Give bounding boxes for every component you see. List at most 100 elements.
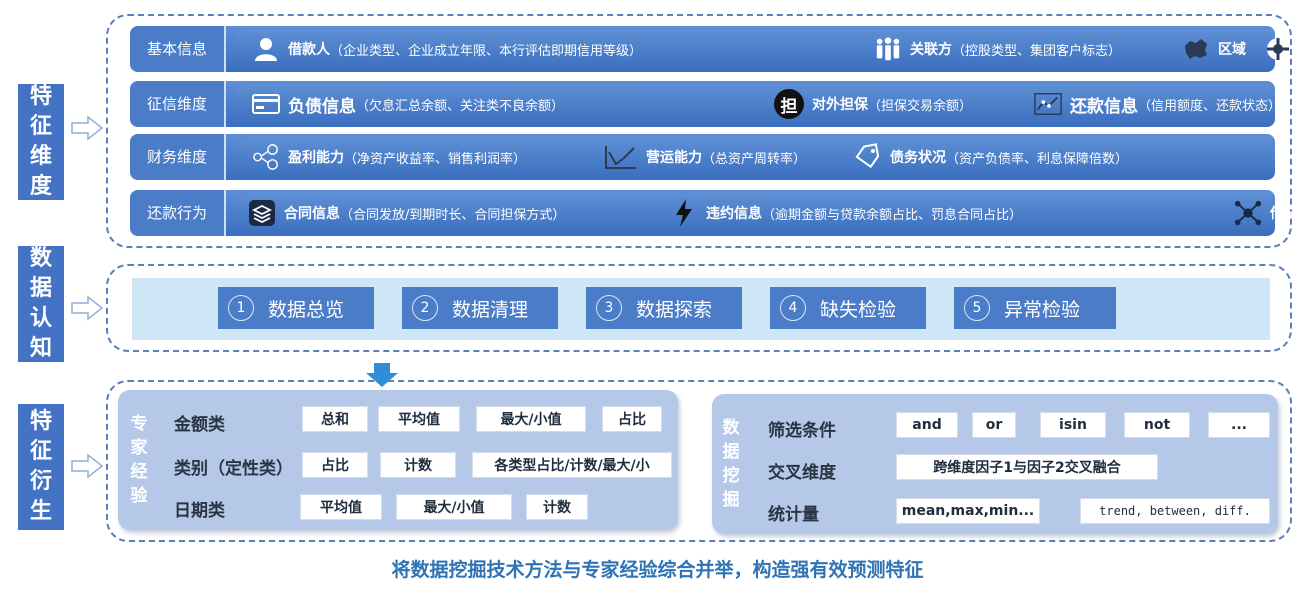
section-label-data-understanding: 数据认知	[18, 246, 64, 362]
mining-tag: mean,max,min...	[896, 498, 1040, 524]
section-label-text: 特征维度	[29, 84, 52, 199]
step-label: 缺失检验	[820, 298, 897, 321]
feature-name: 行业	[1300, 42, 1315, 58]
feature-detail: （担保交易余额）	[868, 98, 973, 114]
feature-detail: （合同发放/到期时长、合同担保方式）	[340, 207, 566, 223]
row-title: 财务维度	[130, 134, 226, 180]
down-arrow-icon	[366, 363, 398, 387]
feature-row-credit: 征信维度 负债信息（欠息汇总余额、关注类不良余额） 担 对外担保（担保交易余额）…	[130, 81, 1281, 127]
mining-panel-title: 数据挖掘	[722, 418, 740, 510]
feature-row-repayment-behavior: 还款行为 合同信息（合同发放/到期时长、合同担保方式） 违约信息（逾期金额与贷款…	[130, 190, 1315, 236]
row-title: 基本信息	[130, 26, 226, 72]
feature-name: 营运能力	[646, 150, 702, 166]
step-label: 数据清理	[452, 298, 529, 321]
feature-detail: （企业类型、企业成立年限、本行评估即期信用等级）	[330, 43, 643, 59]
lightning-icon	[670, 199, 698, 227]
expert-tag: 最大/小值	[476, 406, 586, 432]
tag-icon	[854, 143, 882, 171]
row-title: 征信维度	[130, 81, 226, 127]
feature-name: 对外担保	[812, 97, 868, 113]
feature-related-party: 关联方（控股类型、集团客户标志）	[874, 29, 1121, 69]
map-icon	[1182, 35, 1210, 63]
expert-row-label: 金额类	[174, 415, 225, 435]
feature-name: 区域	[1218, 42, 1246, 58]
feature-name: 还款信息	[1070, 96, 1138, 117]
expert-tag: 平均值	[378, 406, 460, 432]
feature-region: 区域	[1182, 29, 1246, 69]
feature-detail: （净资产收益率、销售利润率）	[344, 151, 527, 167]
row-title: 还款行为	[130, 190, 226, 236]
footer-caption: 将数据挖掘技术方法与专家经验综合并举，构造强有效预测特征	[391, 559, 924, 581]
feature-repayment: 还款信息（信用额度、还款状态）	[1034, 84, 1281, 124]
feature-name: 债务状况	[890, 150, 946, 166]
right-arrow-icon	[71, 453, 104, 479]
step-label: 异常检验	[1004, 298, 1081, 321]
expert-tag: 最大/小值	[396, 494, 512, 520]
chart-icon	[1034, 90, 1062, 118]
mining-tag: ...	[1208, 412, 1270, 438]
trend-icon	[604, 143, 638, 171]
feature-row-basic: 基本信息 借款人（企业类型、企业成立年限、本行评估即期信用等级） 关联方（控股类…	[130, 26, 1315, 72]
mining-tag: trend, between, diff.	[1080, 498, 1270, 524]
feature-detail: （控股类型、集团客户标志）	[952, 43, 1122, 59]
expert-row-label: 类别（定性类）	[174, 459, 293, 479]
step-label: 数据总览	[268, 298, 345, 321]
feature-guarantee: 担 对外担保（担保交易余额）	[774, 84, 972, 124]
money-flow-icon	[252, 143, 280, 171]
section-label-text: 数据认知	[29, 246, 52, 361]
feature-name: 借贷信息	[1270, 206, 1315, 222]
feature-lending: 借贷信息	[1234, 193, 1315, 233]
feature-detail: （资产负债率、利息保障倍数）	[946, 151, 1129, 167]
guarantee-icon: 担	[774, 89, 804, 119]
right-arrow-icon	[71, 115, 104, 141]
group-icon	[874, 35, 902, 63]
expert-tag: 各类型占比/计数/最大/小	[472, 452, 672, 478]
expert-panel-title: 专家经验	[130, 414, 148, 506]
expert-tag: 计数	[380, 452, 456, 478]
card-icon	[252, 90, 280, 118]
person-icon	[252, 35, 280, 63]
industry-icon	[1264, 35, 1292, 63]
mining-tag: and	[896, 412, 958, 438]
feature-name: 盈利能力	[288, 150, 344, 166]
expert-row-label: 日期类	[174, 501, 225, 521]
feature-contract: 合同信息（合同发放/到期时长、合同担保方式）	[248, 193, 565, 233]
step-number: 4	[780, 295, 806, 321]
feature-detail: （欠息汇总余额、关注类不良余额）	[356, 98, 565, 114]
feature-debt-status: 债务状况（资产负债率、利息保障倍数）	[854, 137, 1128, 177]
mining-tag: or	[972, 412, 1016, 438]
feature-detail: （逾期金额与贷款余额占比、罚息合同占比）	[762, 207, 1023, 223]
right-arrow-icon	[71, 295, 104, 321]
mining-row-label: 筛选条件	[768, 421, 836, 441]
expert-tag: 计数	[526, 494, 588, 520]
feature-profitability: 盈利能力（净资产收益率、销售利润率）	[252, 137, 526, 177]
feature-name: 违约信息	[706, 206, 762, 222]
mining-tag: isin	[1040, 412, 1106, 438]
mining-row-label: 统计量	[768, 505, 819, 525]
feature-name: 合同信息	[284, 206, 340, 222]
feature-name: 借款人	[288, 42, 330, 58]
step-missing-check: 4 缺失检验	[770, 287, 926, 329]
expert-tag: 平均值	[300, 494, 382, 520]
expert-tag: 占比	[302, 452, 368, 478]
mining-row-label: 交叉维度	[768, 463, 836, 483]
row-body: 负债信息（欠息汇总余额、关注类不良余额） 担 对外担保（担保交易余额） 还款信息…	[234, 84, 1281, 124]
expert-tag: 总和	[302, 406, 368, 432]
feature-name: 负债信息	[288, 96, 356, 117]
feature-borrower: 借款人（企业类型、企业成立年限、本行评估即期信用等级）	[252, 29, 642, 69]
feature-operating: 营运能力（总资产周转率）	[604, 137, 806, 177]
feature-detail: （总资产周转率）	[702, 151, 807, 167]
mining-tag: 跨维度因子1与因子2交叉融合	[896, 454, 1158, 480]
feature-industry: 行业	[1264, 29, 1315, 69]
feature-default: 违约信息（逾期金额与贷款余额占比、罚息合同占比）	[670, 193, 1022, 233]
expert-tag: 占比	[602, 406, 662, 432]
network-icon	[1234, 199, 1262, 227]
data-understanding-box	[106, 264, 1292, 352]
row-body: 合同信息（合同发放/到期时长、合同担保方式） 违约信息（逾期金额与贷款余额占比、…	[234, 193, 1315, 233]
step-label: 数据探索	[636, 298, 713, 321]
feature-row-finance: 财务维度 盈利能力（净资产收益率、销售利润率） 营运能力（总资产周转率） 债务状…	[130, 134, 1275, 180]
feature-detail: （信用额度、还款状态）	[1138, 98, 1282, 114]
